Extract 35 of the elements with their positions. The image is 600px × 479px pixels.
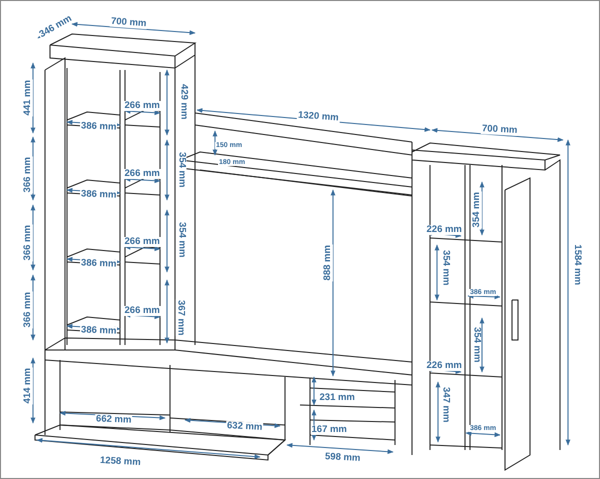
dimension-label: 346 mm [36,13,74,40]
dimension-label: 429 mm [178,83,188,120]
dimension-label: 367 mm [175,299,185,336]
dimension-label: 266 mm [124,169,161,178]
dimension-label: 441 mm [22,79,32,116]
dimension-label: 167 mm [310,425,348,434]
dimension-label: 662 mm [94,414,132,426]
dimension-label: 354 mm [176,151,186,188]
dimension-label: 700 mm [109,16,148,29]
dimension-label: 354 mm [176,221,186,258]
dimension-label: 700 mm [480,124,518,136]
dimension-label: 598 mm [323,452,362,464]
dimension-label: 347 mm [440,386,450,424]
dimension-label: 366 mm [22,291,32,328]
dimension-label: 231 mm [318,393,356,402]
dimension-label: 414 mm [22,367,32,404]
dimension-label: 888 mm [322,244,332,282]
dimension-label: 386 mm [79,189,118,200]
dimension-label: 354 mm [471,326,481,364]
dimension-label: 386 mm [79,258,118,270]
dimension-label: 1258 mm [98,456,142,468]
dimension-label: 386 mm [79,325,118,336]
dimension-label: 354 mm [440,249,450,286]
dimension-label: 366 mm [22,156,32,194]
dimension-label: 1320 mm [296,110,340,123]
dimension-label: 1584 mm [572,243,582,286]
dimension-label: 266 mm [124,237,161,246]
dimension-label: 386 mm [79,121,118,132]
dimension-label: 266 mm [124,101,161,110]
dimension-label: 354 mm [471,191,481,228]
dimension-label: 226 mm [426,361,463,370]
dimension-label: 226 mm [426,225,463,234]
dimension-label: 632 mm [225,421,264,432]
dimension-label: 366 mm [22,224,32,262]
dimension-label: 266 mm [124,306,161,316]
